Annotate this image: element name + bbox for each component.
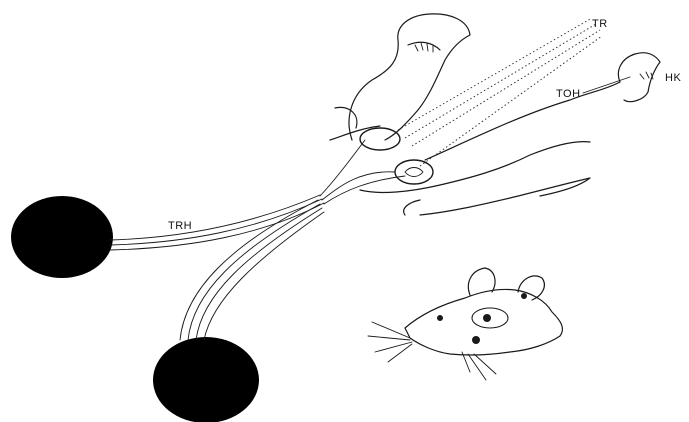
label-trh: TRH	[168, 220, 192, 232]
label-toh: TOH	[556, 88, 581, 100]
cell-body-bottom	[153, 337, 259, 422]
label-tr: TR	[592, 18, 608, 30]
tr-oval	[360, 128, 400, 150]
label-hk: HK	[665, 72, 681, 84]
lower-lobe	[360, 142, 590, 215]
labelled-oval	[395, 160, 433, 184]
trh-fiber-bundle	[110, 195, 324, 250]
lower-fiber-bundle	[180, 200, 324, 340]
rat-head-sketch	[368, 268, 562, 380]
upper-organ	[330, 14, 470, 140]
right-arm	[425, 53, 660, 160]
upper-fibers	[320, 140, 405, 204]
toh-leader-line	[583, 77, 630, 93]
cell-body-left	[11, 196, 113, 278]
